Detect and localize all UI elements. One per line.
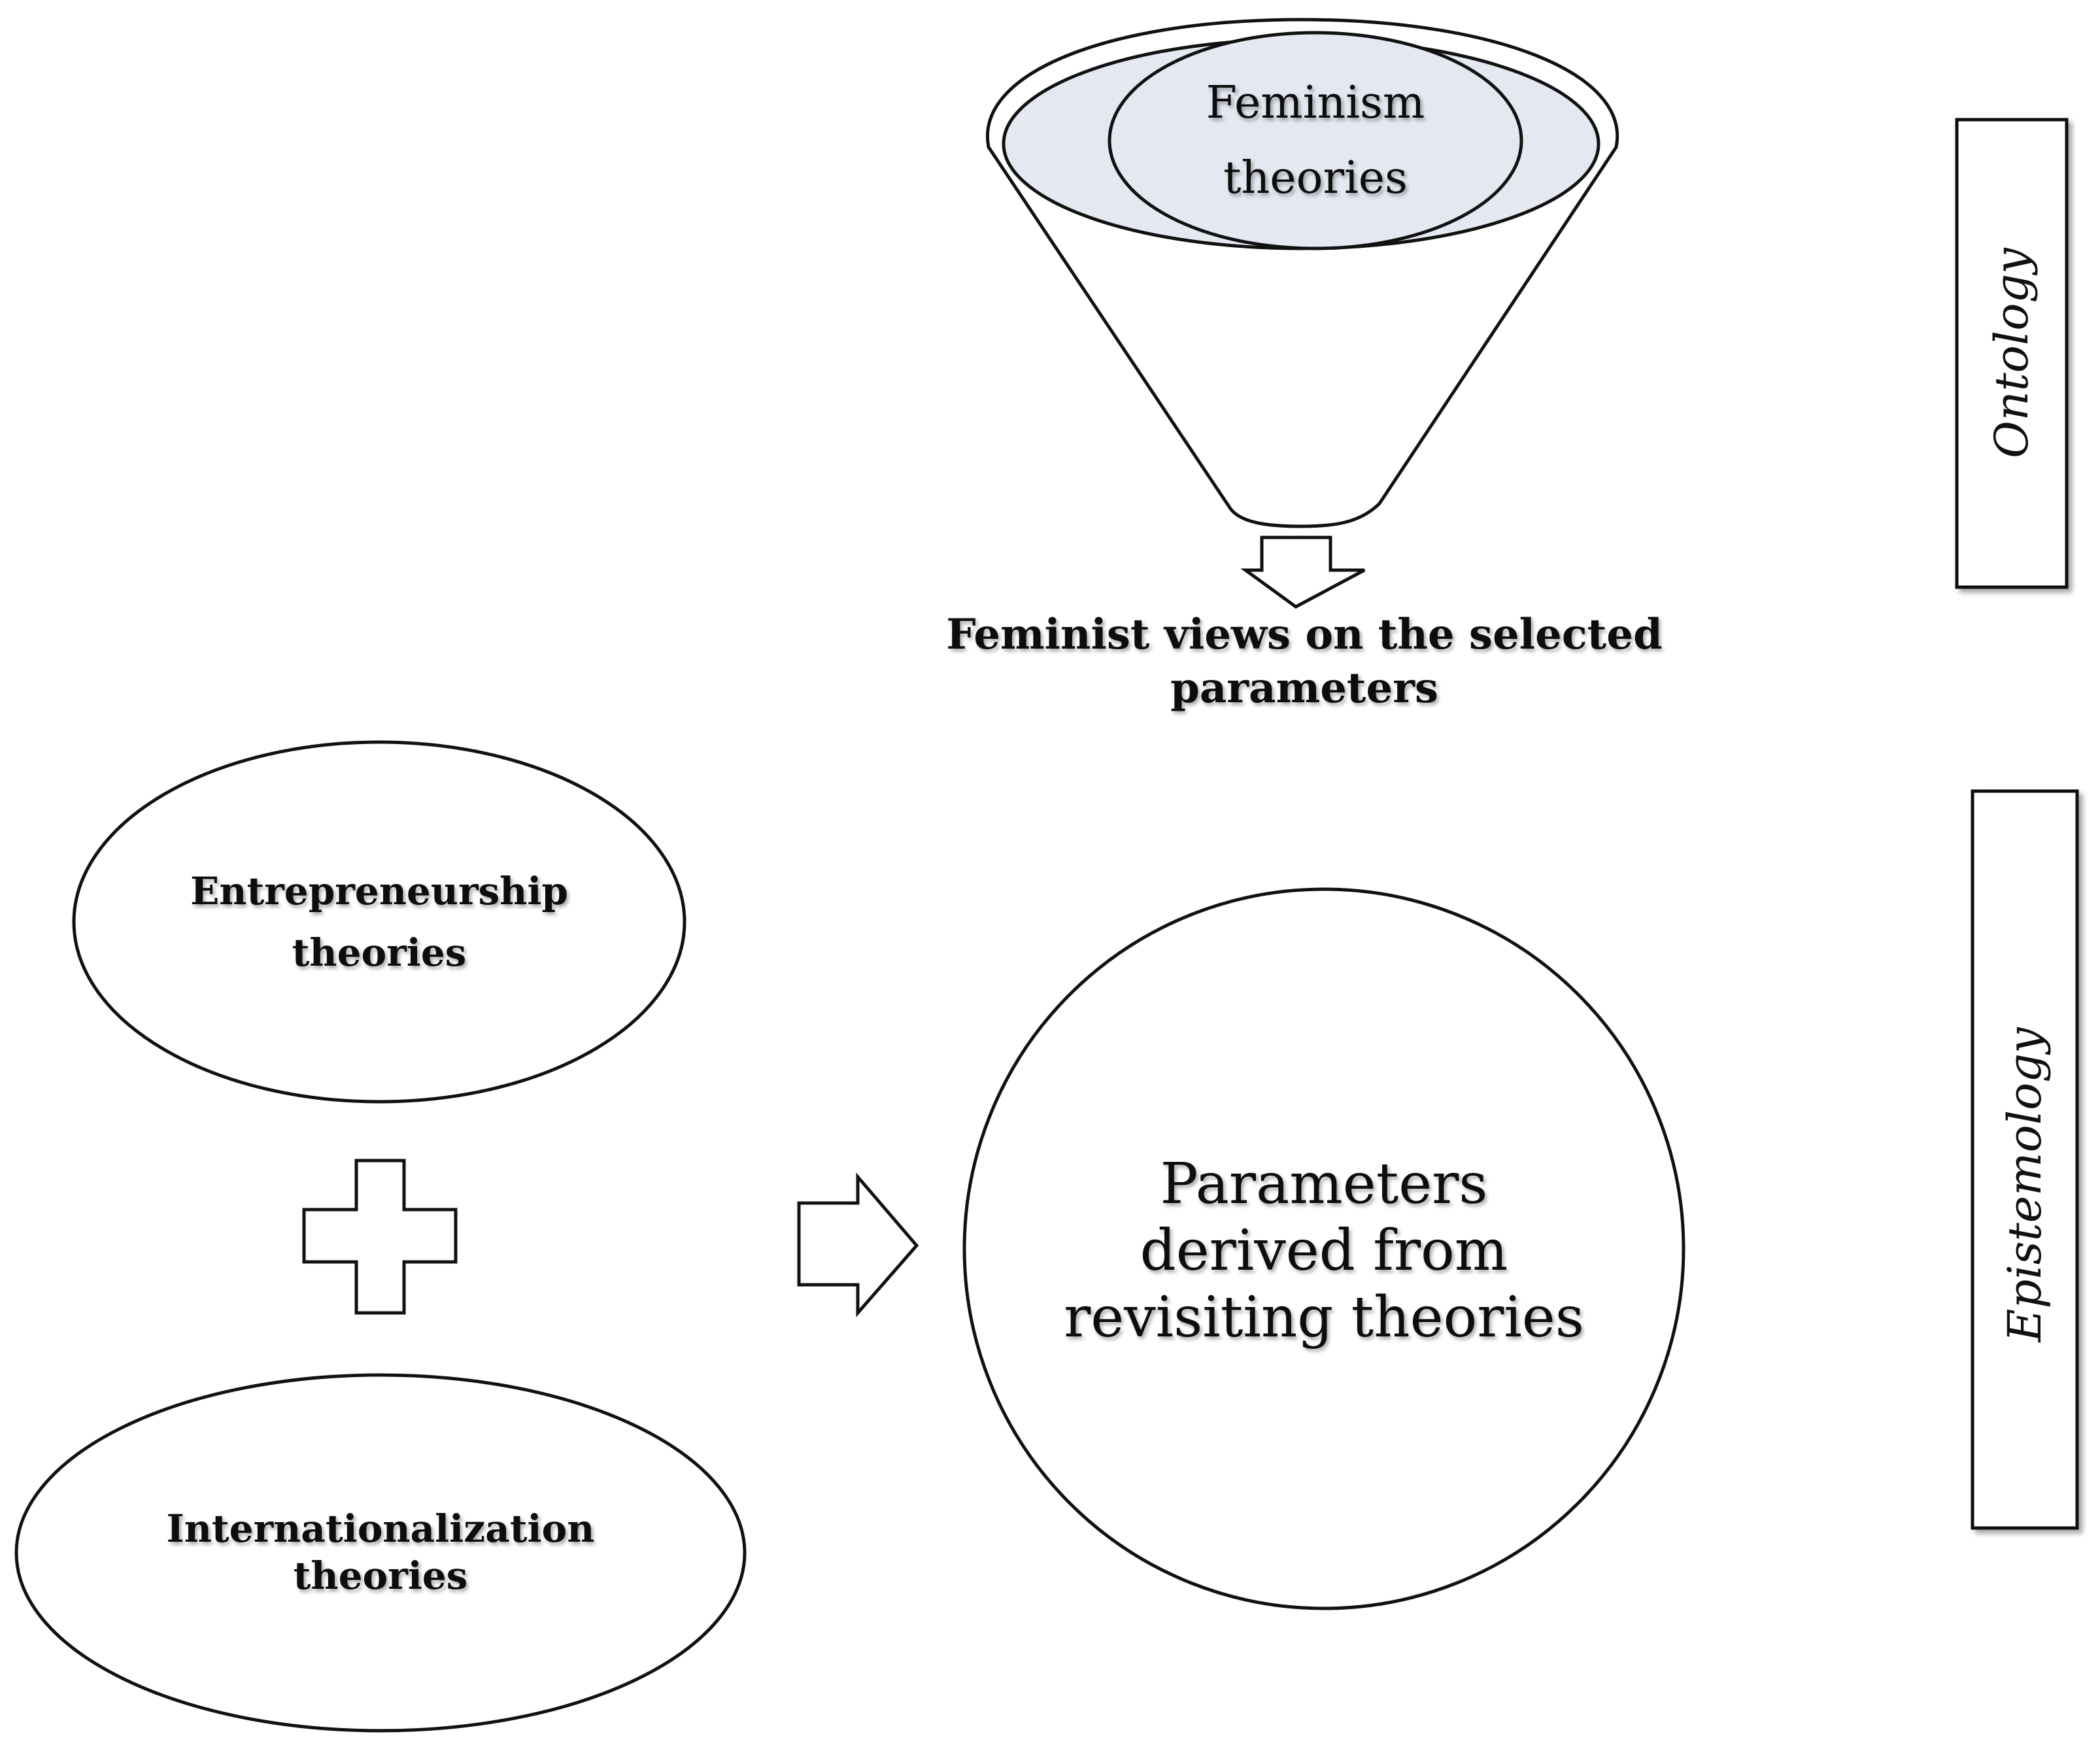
epistemology-label-box: Epistemology [1971,789,2079,1530]
funnel-label-line2: theories [1223,152,1408,204]
entrepreneurship-ellipse [72,740,686,1104]
parameters-line2: derived from [1140,1218,1508,1283]
parameters-circle [962,887,1685,1610]
parameters-line3: revisiting theories [1064,1285,1584,1350]
plus-icon [302,1159,458,1315]
internationalization-ellipse [14,1373,747,1733]
ontology-label: Ontology [1985,247,2039,458]
epistemology-box [1971,789,2079,1530]
feminist-views-line2: parameters [1170,664,1438,713]
entrepreneurship-line2: theories [292,930,467,975]
ontology-box [1955,118,2069,589]
entrepreneurship-line1: Entrepreneurship [190,869,568,913]
parameters-node: Parameters derived from revisiting theor… [962,887,1685,1610]
funnel-inner-ellipse [1108,31,1523,250]
right-arrow-icon [797,1172,919,1317]
ontology-label-box: Ontology [1955,118,2069,589]
internationalization-theories-node: Internationalization theories [14,1373,747,1733]
feminist-views-line1: Feminist views on the selected [946,610,1662,659]
feminist-views-caption: Feminist views on the selected parameter… [946,610,1662,713]
parameters-line1: Parameters [1160,1151,1488,1217]
down-arrow-icon [1240,535,1366,609]
internationalization-line1: Internationalization [167,1506,595,1551]
feminism-funnel: Feminism theories [985,18,1619,528]
funnel-label-line1: Feminism [1206,77,1425,129]
epistemology-label: Epistemology [1998,1027,2052,1344]
entrepreneurship-theories-node: Entrepreneurship theories [72,740,686,1104]
internationalization-line2: theories [294,1554,468,1598]
